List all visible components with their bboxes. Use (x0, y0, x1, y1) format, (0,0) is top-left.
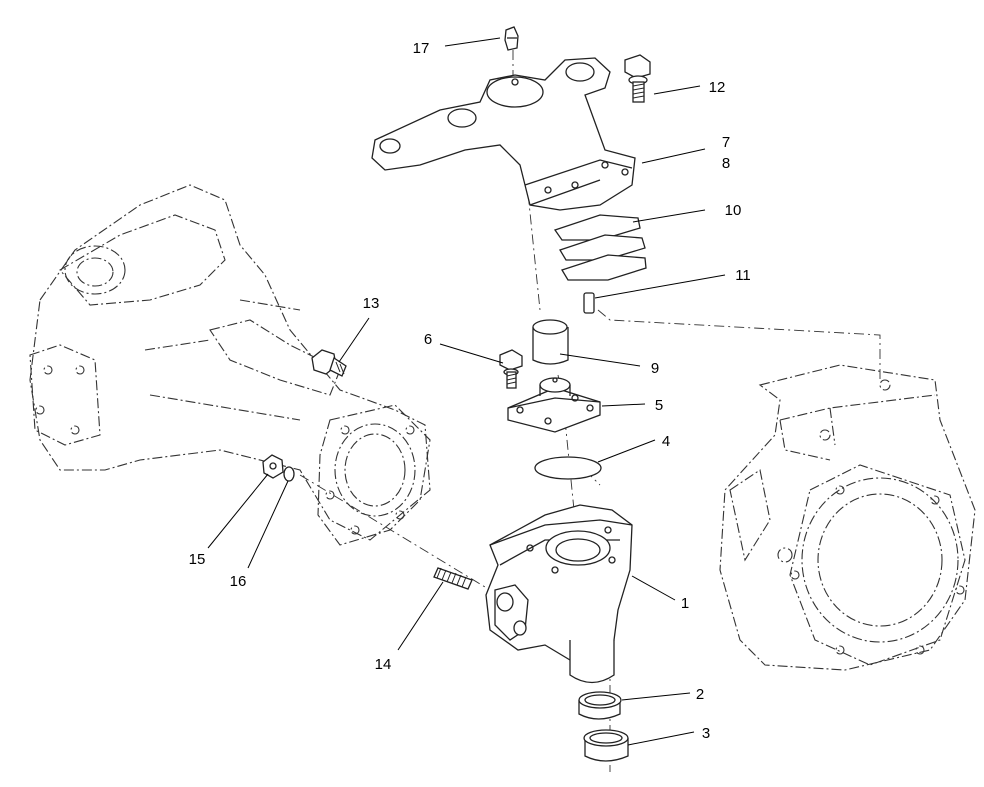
callout-4: 4 (662, 433, 670, 450)
bolt-upper (624, 54, 651, 103)
bolt-cap (499, 349, 523, 389)
callout-14: 14 (375, 656, 392, 673)
grease-fitting (504, 26, 519, 51)
callout-1: 1 (681, 595, 689, 612)
callout-3: 3 (702, 725, 710, 742)
right-gear-housing (719, 364, 976, 671)
shims (553, 214, 647, 281)
left-axle-housing (29, 184, 431, 541)
callout-15: 15 (189, 551, 206, 568)
callout-2: 2 (696, 686, 704, 703)
leader-lines (207, 37, 726, 746)
stud (433, 567, 473, 590)
callout-16: 16 (230, 573, 247, 590)
nut (262, 454, 284, 479)
gasket-ring (534, 456, 602, 480)
callout-17: 17 (413, 40, 430, 57)
callout-11: 11 (735, 267, 751, 284)
cap-plate (507, 377, 601, 433)
callout-9: 9 (651, 360, 659, 377)
washer (283, 466, 295, 482)
callout-labels: 17 12 7 8 10 11 13 6 9 5 4 15 16 1 14 2 … (189, 40, 751, 742)
bolt-housing (311, 349, 347, 377)
callout-6: 6 (424, 331, 432, 348)
callout-7: 7 (722, 134, 730, 151)
left-flange (317, 404, 431, 546)
callout-13: 13 (363, 295, 380, 312)
callout-10: 10 (725, 202, 742, 219)
bushing-lower (578, 691, 622, 720)
callout-5: 5 (655, 397, 663, 414)
sleeve-lower (583, 729, 629, 762)
callout-8: 8 (722, 155, 730, 172)
knuckle-housing (485, 504, 633, 684)
dowel-pin (583, 292, 595, 314)
callout-12: 12 (709, 79, 726, 96)
steering-arm (371, 57, 636, 211)
bushing-upper (532, 319, 569, 365)
